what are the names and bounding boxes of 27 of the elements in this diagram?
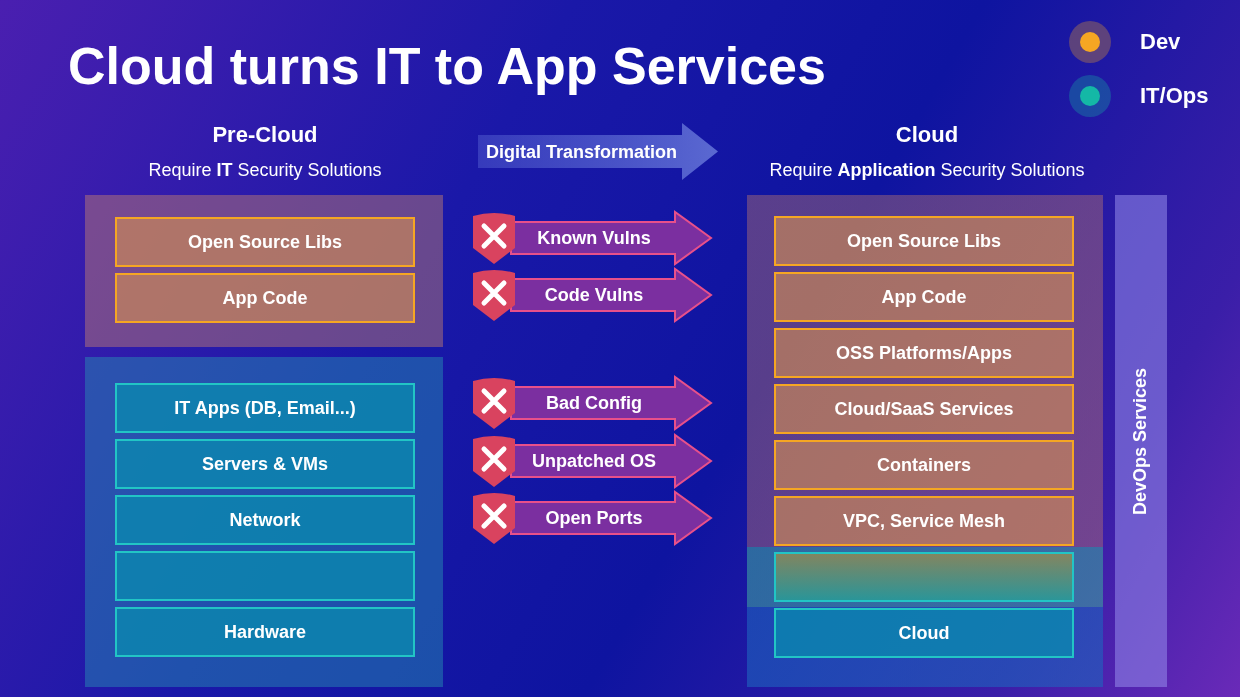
layer-group-panel [85, 195, 443, 347]
legend-label: IT/Ops [1140, 83, 1209, 109]
layer-box: Network [115, 495, 415, 545]
layer-box: Servers & VMs [115, 439, 415, 489]
slide-title: Cloud turns IT to App Services [68, 36, 826, 96]
layer-box [774, 552, 1074, 602]
layer-box: Hardware [115, 607, 415, 657]
layer-box [115, 551, 415, 601]
layer-box: Open Source Libs [115, 217, 415, 267]
layer-box: OSS Platforms/Apps [774, 328, 1074, 378]
column-heading: Cloud [894, 122, 960, 148]
layer-box: Containers [774, 440, 1074, 490]
column-subtitle: Require Application Security Solutions [768, 160, 1086, 181]
layer-box: VPC, Service Mesh [774, 496, 1074, 546]
layer-box: App Code [115, 273, 415, 323]
layer-group-panel [747, 195, 1103, 687]
legend-label: Dev [1140, 29, 1181, 55]
layer-box: IT Apps (DB, Email...) [115, 383, 415, 433]
layer-box: Open Source Libs [774, 216, 1074, 266]
services-bar: DevOps Services [1115, 195, 1167, 687]
layer-box: Cloud/SaaS Services [774, 384, 1074, 434]
column-subtitle: Require IT Security Solutions [147, 160, 383, 181]
transformation-arrow: Digital Transformation [478, 123, 718, 180]
layer-box: App Code [774, 272, 1074, 322]
layer-group-panel [85, 357, 443, 687]
column-heading: Pre-Cloud [211, 122, 319, 148]
layer-box: Cloud [774, 608, 1074, 658]
